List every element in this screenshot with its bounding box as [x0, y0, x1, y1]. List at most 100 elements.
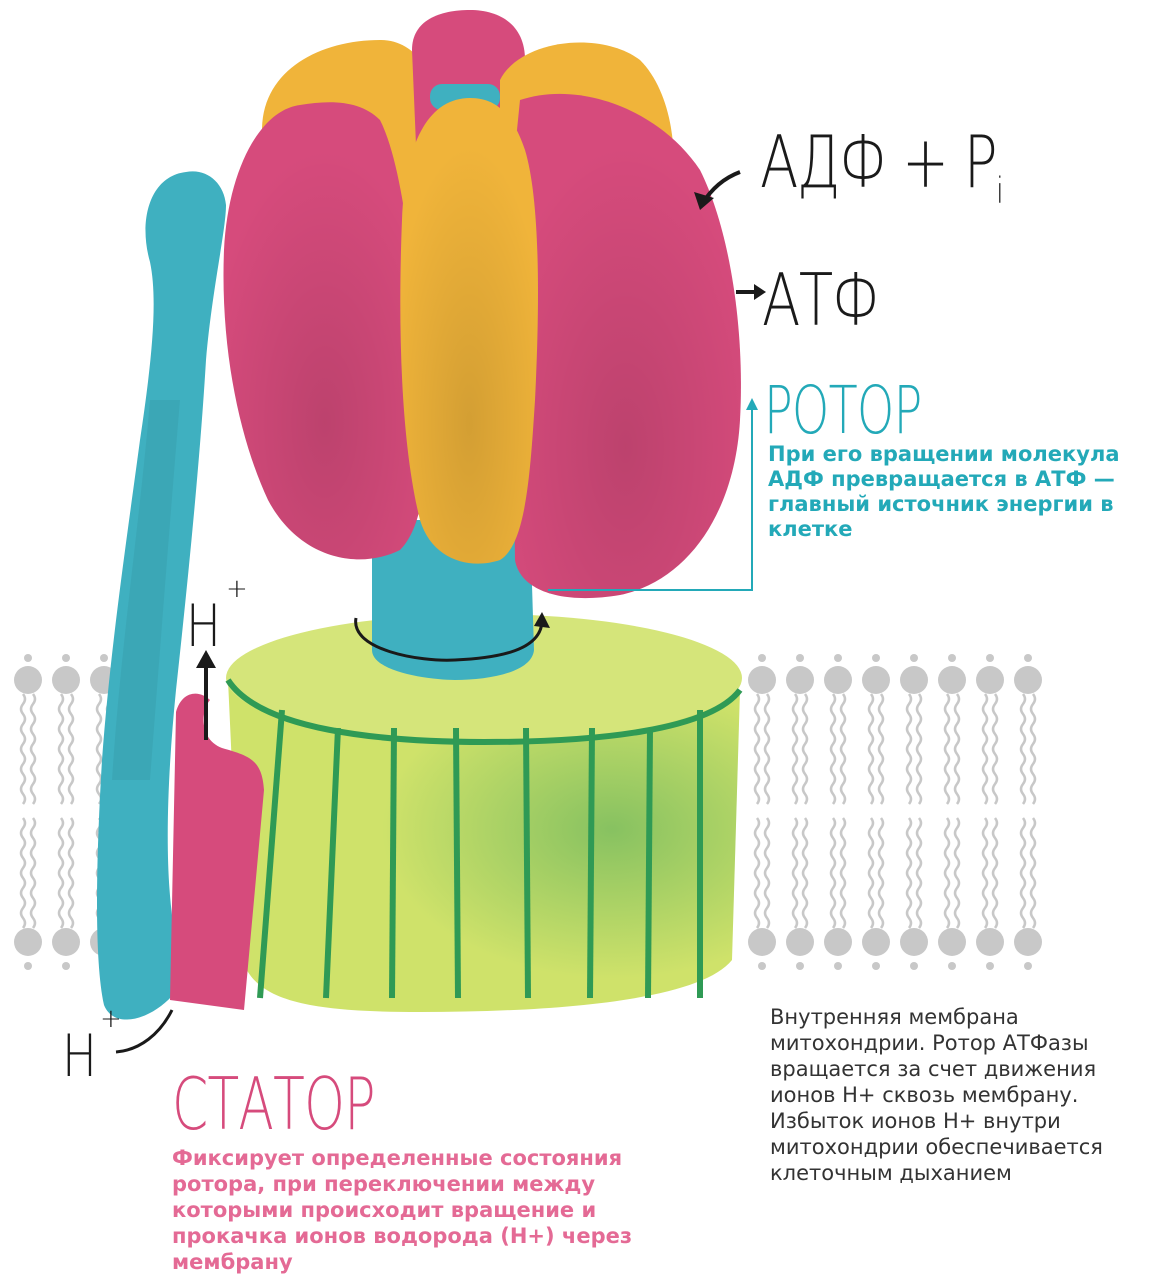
c-ring-stripe [648, 728, 650, 998]
rotor-callout-arrowhead [746, 398, 758, 410]
lipid-tail [793, 694, 797, 804]
lipid-tail [983, 694, 987, 804]
lipid-tail [993, 694, 997, 804]
lipid-dot [100, 654, 108, 662]
lipid-head [786, 928, 814, 956]
c-ring-stripe [590, 728, 592, 998]
lipid-tail [69, 818, 73, 928]
membrane-lipids-right [748, 654, 1042, 970]
lipid-tail [955, 818, 959, 928]
lipid-tail [955, 694, 959, 804]
lipid-tail [831, 818, 835, 928]
lipid-tail [879, 694, 883, 804]
stator-description: Фиксирует определенные состояния ротора,… [172, 1145, 662, 1275]
proton-charge-bottom: + [100, 1004, 122, 1034]
lipid [748, 654, 776, 970]
lipid-dot [758, 654, 766, 662]
lipid-tail [841, 694, 845, 804]
lipid-tail [69, 694, 73, 804]
lipid-head [976, 666, 1004, 694]
lipid-dot [62, 654, 70, 662]
lipid-head [824, 666, 852, 694]
lipid-dot [1024, 654, 1032, 662]
lipid-head [862, 666, 890, 694]
lipid [900, 654, 928, 970]
lipid-dot [948, 654, 956, 662]
lipid-dot [948, 962, 956, 970]
lipid-head [938, 928, 966, 956]
lipid-dot [24, 962, 32, 970]
lipid-tail [793, 818, 797, 928]
membrane-description: Внутренняя мембрана митохондрии. Ротор А… [770, 1004, 1159, 1186]
c-ring-stripe [392, 728, 394, 998]
lipid-head [786, 666, 814, 694]
lipid-head [862, 928, 890, 956]
rotor-description: При его вращении молекула АДФ превращает… [768, 442, 1148, 542]
lipid-tail [917, 818, 921, 928]
lipid-tail [97, 694, 101, 804]
lipid-tail [803, 818, 807, 928]
lipid [786, 654, 814, 970]
lipid [14, 654, 42, 970]
lipid-tail [31, 694, 35, 804]
lipid-tail [841, 818, 845, 928]
lipid-tail [869, 818, 873, 928]
lipid-tail [983, 818, 987, 928]
lipid [1014, 654, 1042, 970]
lipid-tail [917, 694, 921, 804]
lipid-tail [945, 694, 949, 804]
lipid-dot [758, 962, 766, 970]
proton-charge-top: + [226, 574, 248, 604]
lipid-head [900, 928, 928, 956]
lipid-head [1014, 928, 1042, 956]
lipid [52, 654, 80, 970]
atp-label: АТФ [762, 258, 878, 342]
lipid [938, 654, 966, 970]
lipid-tail [945, 818, 949, 928]
front-pink-subunit-left-shade [223, 102, 425, 559]
lipid-dot [834, 654, 842, 662]
lipid-head [976, 928, 1004, 956]
lipid-tail [21, 818, 25, 928]
lipid-tail [59, 694, 63, 804]
lipid-head [900, 666, 928, 694]
lipid-tail [1021, 818, 1025, 928]
lipid-dot [834, 962, 842, 970]
lipid-tail [1021, 694, 1025, 804]
lipid-head [52, 666, 80, 694]
pi-subscript: i [996, 170, 1002, 211]
lipid-tail [831, 694, 835, 804]
lipid-tail [879, 818, 883, 928]
lipid-tail [869, 694, 873, 804]
lipid-head [1014, 666, 1042, 694]
lipid-tail [803, 694, 807, 804]
front-yellow-subunit-shade [400, 98, 538, 564]
lipid-head [14, 928, 42, 956]
lipid-tail [21, 694, 25, 804]
lipid-head [824, 928, 852, 956]
lipid [862, 654, 890, 970]
proton-label-top: H [186, 592, 221, 660]
lipid-tail [765, 818, 769, 928]
lipid-dot [986, 654, 994, 662]
lipid-dot [872, 962, 880, 970]
lipid-dot [62, 962, 70, 970]
proton-label-bottom: H [62, 1022, 97, 1090]
lipid-head [14, 666, 42, 694]
lipid-head [938, 666, 966, 694]
lipid-dot [1024, 962, 1032, 970]
lipid-tail [1031, 694, 1035, 804]
lipid-head [748, 928, 776, 956]
lipid-dot [24, 654, 32, 662]
c-ring-stripe [456, 728, 458, 998]
stator-title: СТАТОР [172, 1062, 375, 1146]
front-pink-subunit-right-shade [510, 94, 741, 598]
lipid-tail [907, 694, 911, 804]
lipid-tail [765, 694, 769, 804]
lipid-dot [910, 962, 918, 970]
lipid-dot [910, 654, 918, 662]
adp-pi-label: АДФ + Pi [760, 120, 1002, 211]
lipid-tail [993, 818, 997, 928]
lipid-dot [796, 654, 804, 662]
lipid-tail [31, 818, 35, 928]
